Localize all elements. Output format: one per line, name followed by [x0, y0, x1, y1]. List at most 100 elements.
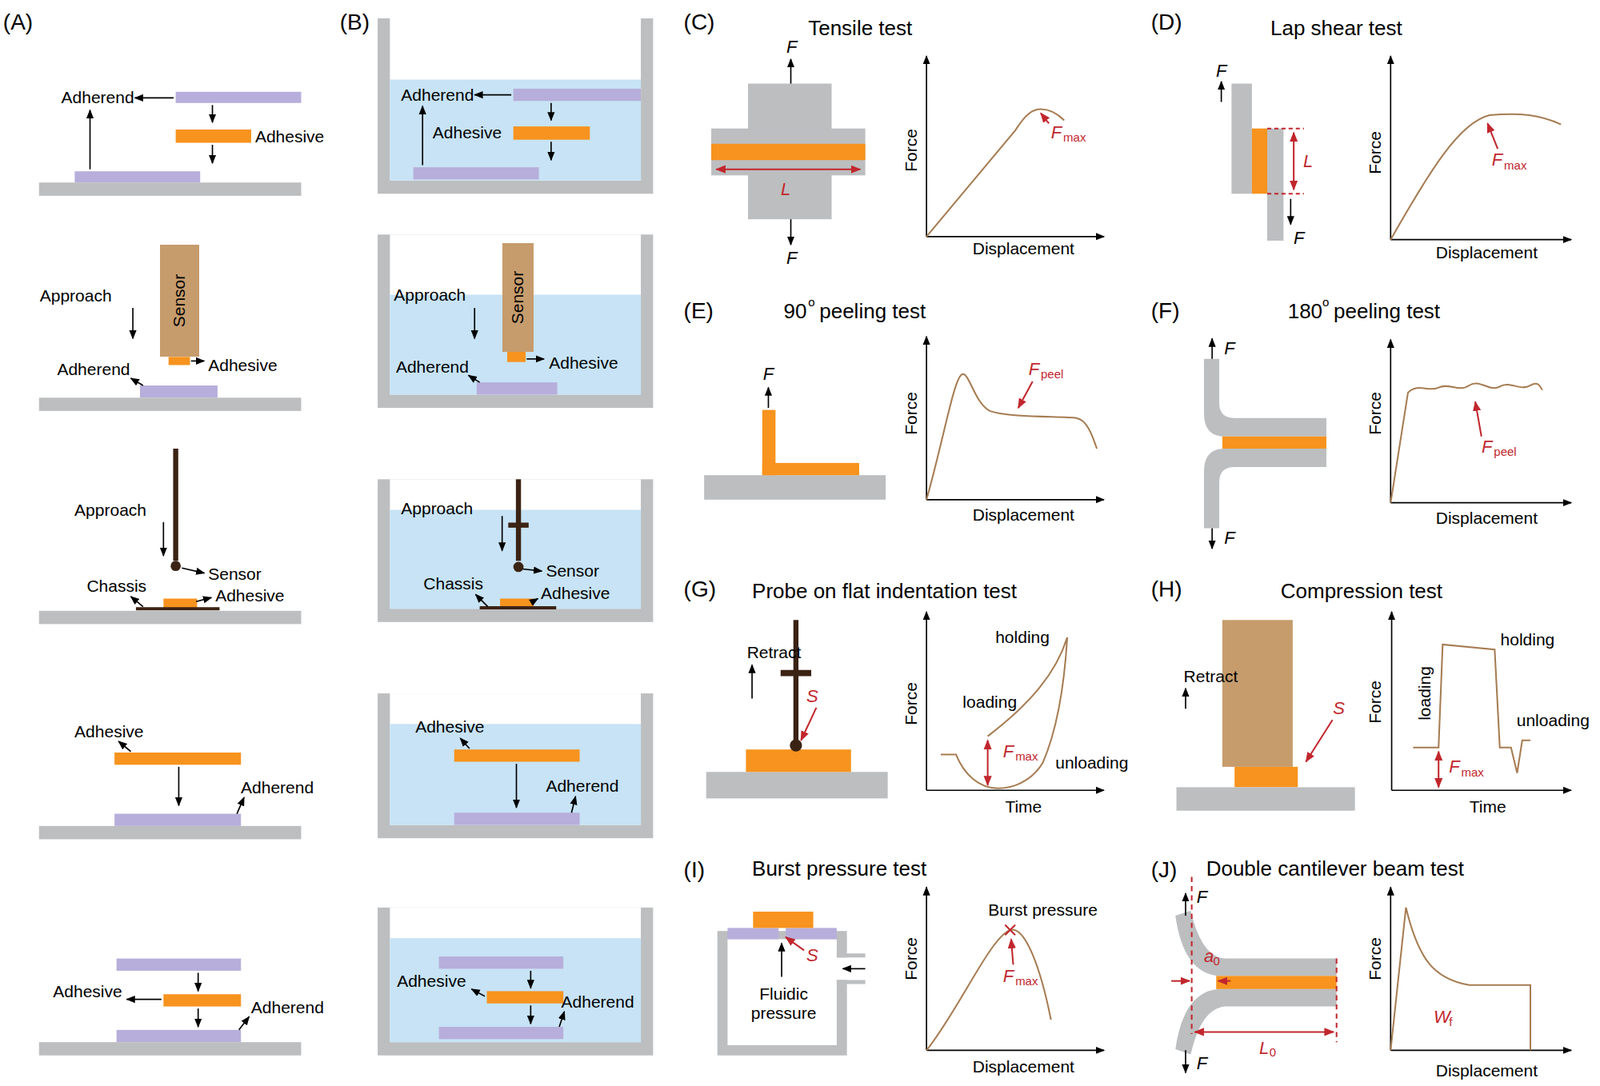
axis-label: Force: [901, 937, 921, 981]
part-label: Displacement: [972, 505, 1075, 525]
part-label: Approach: [74, 500, 147, 520]
panel-f-art: [1204, 338, 1543, 549]
panel-letter: (F): [1151, 298, 1180, 324]
part-label: Sensor: [545, 561, 600, 581]
panel-letter: (J): [1151, 857, 1178, 884]
part-label: Adhesive: [548, 353, 618, 373]
part-label: Approach: [393, 285, 466, 305]
panel-title: peeling test: [819, 300, 926, 324]
part-label: Adhesive: [74, 721, 144, 741]
panel-letter: (A): [3, 9, 33, 36]
panel-title: 180: [1288, 300, 1323, 324]
panel-letter: (D): [1151, 9, 1183, 36]
quantity-symbol: F: [1492, 150, 1503, 171]
part-label: Approach: [400, 499, 473, 519]
subscript: max: [1015, 750, 1038, 764]
subscript: 0: [1213, 954, 1220, 968]
axis-label: Force: [901, 682, 921, 726]
force-label: F: [1216, 61, 1227, 82]
superscript: o: [1322, 295, 1329, 309]
part-label: Adhesive: [208, 356, 277, 376]
part-label: Chassis: [86, 576, 147, 596]
part-label: Time: [1469, 797, 1507, 817]
quantity-symbol: F: [1481, 436, 1492, 457]
part-label: Adhesive: [52, 982, 122, 1002]
quantity-symbol: L: [1259, 1039, 1269, 1060]
panel-d-art: [1221, 81, 1562, 241]
axis-label: Force: [1365, 937, 1385, 981]
part-label: Displacement: [1436, 1061, 1538, 1081]
panel-title: Tensile test: [808, 16, 912, 41]
quantity-symbol: F: [1003, 966, 1014, 987]
part-label: Time: [1004, 797, 1042, 817]
part-label: Adherend: [561, 992, 635, 1012]
force-label: F: [763, 364, 774, 384]
force-label: F: [786, 248, 797, 268]
panel-letter: (B): [340, 9, 370, 36]
sensor-box: Sensor: [160, 244, 199, 357]
subscript: max: [1461, 765, 1484, 780]
part-label: Adherend: [396, 357, 469, 377]
panel-a-art: [39, 92, 302, 1056]
part-label: unloading: [1055, 753, 1128, 773]
panel-title: Probe on flat indentation test: [752, 580, 1017, 604]
quantity-symbol: F: [1448, 757, 1460, 778]
part-label: Displacement: [1436, 508, 1538, 528]
quantity-symbol: L: [1303, 151, 1313, 172]
sensor-label: Sensor: [169, 274, 189, 328]
part-label: Displacement: [972, 1057, 1075, 1077]
part-label: Displacement: [1436, 243, 1538, 263]
force-label: F: [1224, 339, 1235, 360]
part-label: Retract: [1184, 667, 1239, 687]
part-label: Retract: [747, 643, 802, 663]
part-label: unloading: [1516, 710, 1590, 730]
panel-title: peeling test: [1333, 300, 1440, 324]
axis-label: loading: [1415, 666, 1435, 721]
panel-h-art: [1176, 620, 1531, 811]
part-label: Adherend: [400, 85, 474, 105]
force-label: F: [1224, 528, 1235, 549]
panel-letter: (I): [684, 857, 705, 884]
subscript: f: [1448, 1015, 1452, 1029]
plot-axes: [926, 56, 1572, 1051]
axis-label: Force: [1365, 131, 1385, 175]
part-label: Fluidic pressure: [744, 984, 824, 1024]
superscript: o: [808, 295, 815, 309]
part-label: Chassis: [423, 574, 484, 594]
part-label: Adherend: [61, 88, 135, 108]
subscript: peel: [1493, 444, 1516, 459]
sensor-box: Sensor: [502, 243, 535, 352]
part-label: Adherend: [56, 360, 130, 380]
quantity-symbol: a: [1204, 947, 1214, 968]
axis-label: Force: [1365, 392, 1385, 436]
sensor-label: Sensor: [508, 271, 528, 325]
panel-c-art: [711, 59, 1064, 245]
subscript: max: [1063, 131, 1086, 145]
panel-letter: (C): [684, 9, 716, 36]
quantity-symbol: L: [780, 180, 791, 200]
axis-label: Force: [1365, 680, 1385, 724]
quantity-symbol: F: [1051, 122, 1062, 143]
subscript: peel: [1040, 367, 1064, 381]
quantity-symbol: F: [1028, 359, 1040, 380]
panel-title: Lap shear test: [1270, 16, 1403, 41]
force-label: F: [1293, 228, 1304, 249]
part-label: holding: [1500, 630, 1556, 650]
part-label: Burst pressure: [988, 900, 1098, 920]
subscript: max: [1504, 158, 1527, 172]
panel-title: Compression test: [1280, 580, 1443, 604]
panel-letter: (E): [684, 298, 714, 324]
subscript: 0: [1269, 1046, 1276, 1060]
subscript: max: [1015, 974, 1038, 988]
panel-b-art: [377, 18, 653, 1056]
part-label: Adhesive: [540, 584, 610, 604]
force-label: F: [1196, 888, 1208, 908]
part-label: holding: [995, 628, 1050, 648]
part-label: Adherend: [545, 776, 619, 796]
panel-e-art: [704, 374, 1097, 500]
panel-title: Double cantilever beam test: [1206, 857, 1464, 882]
part-label: Adhesive: [215, 586, 284, 606]
part-label: Adherend: [240, 778, 314, 798]
axis-label: Force: [901, 128, 921, 172]
